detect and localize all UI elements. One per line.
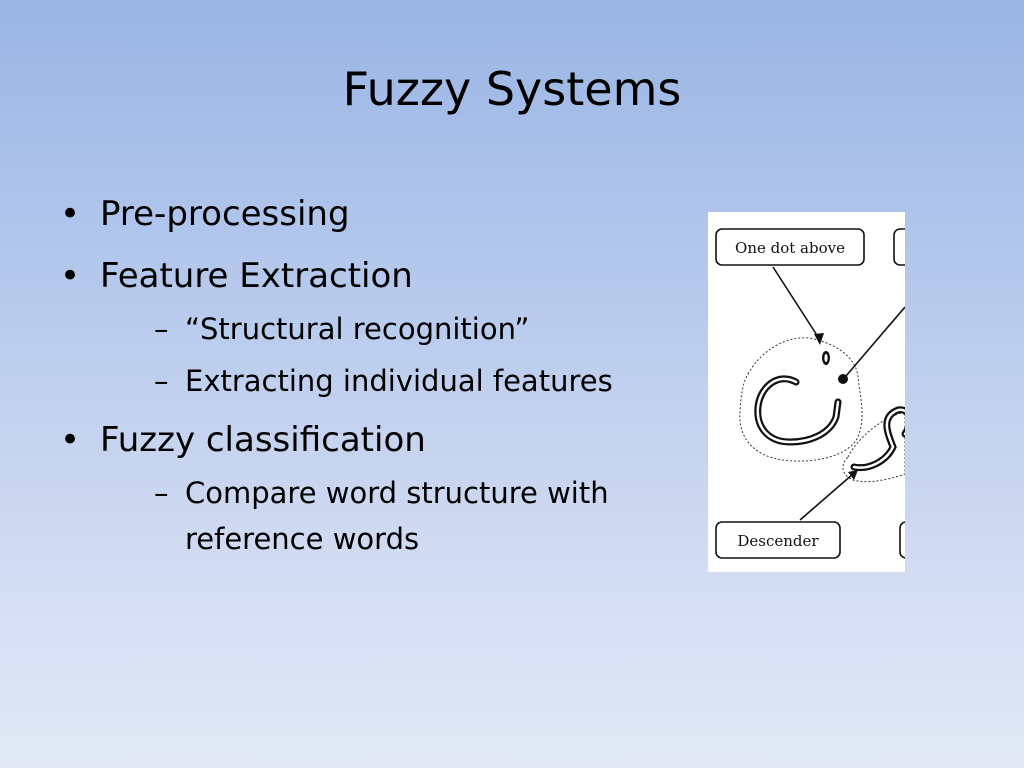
arrow-line-top-right — [845, 306, 905, 377]
sub-bullet-item: – Extracting individual features — [100, 358, 680, 404]
sub-bullet-item: – Compare word structure with reference … — [100, 470, 680, 562]
label-box-bottom — [715, 521, 841, 559]
label-box-top — [715, 228, 865, 266]
sub-bullet-glyph: – — [154, 364, 169, 398]
descender-stroke-inner — [852, 408, 905, 469]
arrow-head-bottom — [848, 470, 858, 480]
dot-above-1-inner — [824, 354, 828, 362]
label-one-dot-above: One dot above — [735, 239, 845, 257]
bullet-text: Fuzzy classification — [100, 420, 426, 460]
sub-bullet-text: “Structural recognition” — [185, 312, 530, 346]
bullet-glyph: • — [60, 194, 81, 234]
arrow-line-bottom — [799, 473, 854, 521]
bullet-glyph: • — [60, 420, 81, 460]
sub-bullet-list: – “Structural recognition” – Extracting … — [100, 306, 680, 404]
descender-outline — [842, 411, 905, 483]
label-box-top-right — [893, 228, 905, 266]
sub-bullet-text: Extracting individual features — [185, 364, 613, 398]
sub-bullet-list: – Compare word structure with reference … — [100, 470, 680, 562]
arrow-head-top — [814, 333, 824, 345]
sub-bullet-glyph: – — [154, 312, 169, 346]
sub-bullet-text: Compare word structure with reference wo… — [185, 476, 609, 556]
bullet-item: • Pre-processing — [60, 188, 680, 240]
bullet-text: Feature Extraction — [100, 256, 413, 296]
label-box-bottom-right — [899, 521, 905, 559]
letter-outline — [739, 337, 863, 462]
slide-title: Fuzzy Systems — [342, 62, 682, 116]
handwriting-feature-figure: One dot above Descender — [708, 212, 905, 572]
bullet-item: • Fuzzy classification – Compare word st… — [60, 414, 680, 562]
sub-bullet-item: – “Structural recognition” — [100, 306, 680, 352]
bullet-item: • Feature Extraction – “Structural recog… — [60, 250, 680, 404]
arrow-line-top — [772, 266, 821, 341]
bullet-glyph: • — [60, 256, 81, 296]
dot-above-2 — [838, 374, 848, 384]
handwriting-diagram: One dot above Descender — [715, 228, 905, 559]
letter-stroke-inner — [756, 377, 840, 444]
bullet-list: • Pre-processing • Feature Extraction – … — [60, 188, 680, 572]
bullet-text: Pre-processing — [100, 194, 350, 234]
sub-bullet-glyph: – — [154, 476, 169, 510]
label-descender: Descender — [737, 532, 819, 550]
descender-stroke — [850, 406, 905, 472]
